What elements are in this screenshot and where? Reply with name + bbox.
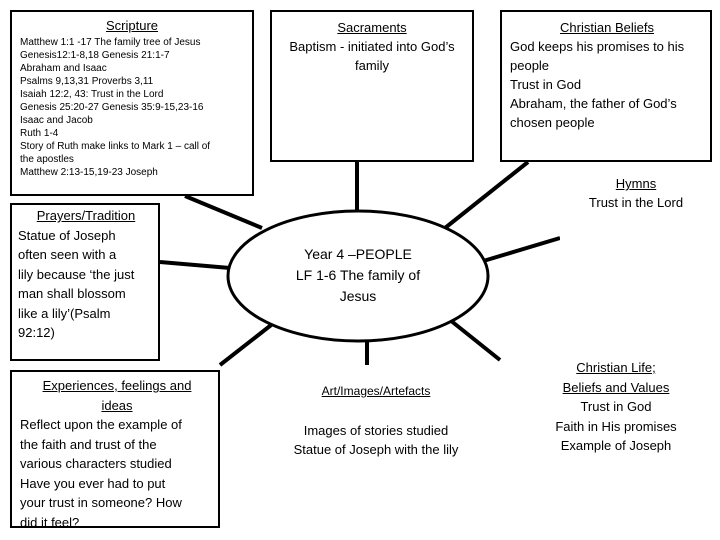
scripture-line: Psalms 9,13,31 Proverbs 3,11 (20, 76, 154, 87)
center-line-1: Year 4 –PEOPLE (304, 246, 412, 262)
experiences-box: Experiences, feelings and ideas Reflect … (10, 370, 220, 530)
beliefs-box: Christian Beliefs God keeps his promises… (500, 10, 712, 162)
scripture-line: Isaiah 12:2, 43: Trust in the Lord (20, 89, 164, 100)
experiences-line: Have you ever had to put (20, 475, 166, 491)
center-line-3: Jesus (339, 288, 377, 304)
prayers-line: like a lily’(Psalm (18, 305, 111, 321)
prayers-line: man shall blossom (18, 286, 126, 301)
sacraments-line: family (355, 58, 389, 73)
life-box: Christian Life; Beliefs and Values Trust… (520, 358, 712, 478)
experiences-line: your trust in someone? How (20, 495, 182, 510)
scripture-line: the apostles (20, 154, 74, 165)
sacraments-line: Baptism - initiated into God’s (289, 39, 455, 54)
experiences-line: did it feel? (20, 514, 80, 530)
beliefs-line: Abraham, the father of God’s (510, 96, 677, 111)
scripture-title: Scripture (105, 18, 159, 33)
experiences-line: Reflect upon the example of (20, 417, 182, 432)
prayers-box: Prayers/Tradition Statue of Joseph often… (10, 203, 160, 361)
beliefs-line: God keeps his promises to his (510, 39, 685, 54)
experiences-line: various characters studied (20, 456, 172, 471)
scripture-box: Scripture Matthew 1:1 -17 The family tre… (10, 10, 254, 196)
art-box: Art/Images/Artefacts Images of stories s… (270, 380, 482, 500)
life-title-line-1: Christian Life; (576, 360, 656, 375)
scripture-line: Genesis12:1-8,18 Genesis 21:1-7 (20, 50, 170, 61)
prayers-line: Statue of Joseph (18, 227, 116, 243)
beliefs-line: people (510, 58, 550, 73)
hymns-box: Hymns Trust in the Lord (560, 172, 712, 352)
scripture-line: Genesis 25:20-27 Genesis 35:9-15,23-16 (20, 102, 204, 113)
scripture-line: Story of Ruth make links to Mark 1 – cal… (20, 141, 211, 152)
center-ellipse (226, 209, 490, 343)
beliefs-title: Christian Beliefs (560, 20, 654, 35)
sacraments-title: Sacraments (337, 20, 407, 35)
center-line-2: LF 1-6 The family of (295, 267, 421, 283)
art-title: Art/Images/Artefacts (321, 384, 431, 398)
life-line: Trust in God (580, 399, 652, 414)
life-line: Faith in His promises (555, 418, 677, 434)
connector-beliefs (438, 160, 530, 234)
experiences-line: the faith and trust of the (20, 436, 157, 452)
connector-prayers (159, 260, 231, 270)
hymns-title: Hymns (615, 176, 657, 191)
experiences-title-line-2: ideas (101, 397, 133, 413)
beliefs-line: chosen people (510, 115, 595, 130)
connector-hymns (479, 236, 561, 264)
prayers-title: Prayers/Tradition (36, 208, 136, 223)
scripture-line: Ruth 1-4 (20, 128, 59, 139)
life-line: Example of Joseph (560, 438, 672, 453)
experiences-title-line-1: Experiences, feelings and (42, 378, 192, 393)
prayers-line: 92:12) (18, 325, 55, 340)
connector-scripture (184, 194, 263, 230)
scripture-line: Matthew 1:1 -17 The family tree of Jesus (20, 37, 201, 48)
prayers-line: lily because ‘the just (18, 266, 135, 282)
art-line: Images of stories studied (303, 423, 449, 438)
scripture-line: Isaac and Jacob (20, 115, 93, 126)
sacraments-box: Sacraments Baptism - initiated into God’… (270, 10, 474, 162)
center-topic: Year 4 –PEOPLE LF 1-6 The family of Jesu… (250, 244, 466, 307)
beliefs-line: Trust in God (510, 77, 582, 92)
art-line: Statue of Joseph with the lily (293, 442, 459, 457)
prayers-line: often seen with a (18, 247, 117, 262)
connector-life (448, 318, 502, 362)
hymns-line: Trust in the Lord (588, 195, 684, 210)
scripture-line: Matthew 2:13-15,19-23 Joseph (20, 167, 158, 178)
life-title-line-2: Beliefs and Values (562, 379, 670, 395)
connector-experiences (218, 320, 277, 367)
scripture-line: Abraham and Isaac (20, 63, 107, 74)
